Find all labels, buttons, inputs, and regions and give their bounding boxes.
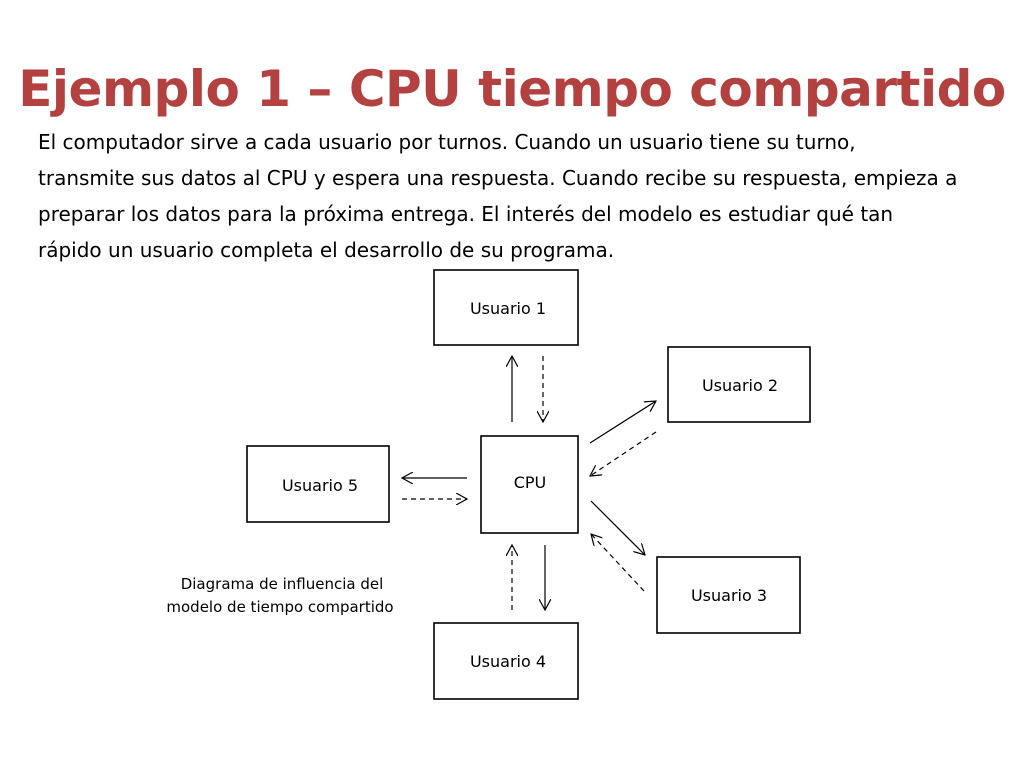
slide-title: Ejemplo 1 – CPU tiempo compartido <box>18 60 1006 118</box>
node-label: Usuario 4 <box>470 652 546 671</box>
diagram-caption-line-1: Diagrama de influencia del <box>181 575 384 593</box>
flow-cpu-to-usuario-2-arrow <box>589 401 656 444</box>
slide-body-text: El computador sirve a cada usuario por t… <box>38 130 958 262</box>
node-label: Usuario 2 <box>702 376 778 395</box>
flow-usuario-3-to-cpu-arrow <box>591 534 645 592</box>
flow-cpu-to-usuario-3-arrow <box>590 500 645 555</box>
node-label: CPU <box>514 473 547 492</box>
node-usuario-1: Usuario 1 <box>433 269 579 346</box>
node-cpu: CPU <box>480 435 579 534</box>
flow-usuario-2-to-cpu-arrow <box>590 431 657 476</box>
node-label: Usuario 3 <box>691 586 767 605</box>
node-usuario-3: Usuario 3 <box>656 556 801 634</box>
node-label: Usuario 5 <box>282 476 358 495</box>
node-label: Usuario 1 <box>470 299 546 318</box>
node-usuario-2: Usuario 2 <box>667 346 811 423</box>
diagram-caption-line-2: modelo de tiempo compartido <box>166 598 393 616</box>
node-usuario-4: Usuario 4 <box>433 622 579 700</box>
node-usuario-5: Usuario 5 <box>246 445 390 523</box>
